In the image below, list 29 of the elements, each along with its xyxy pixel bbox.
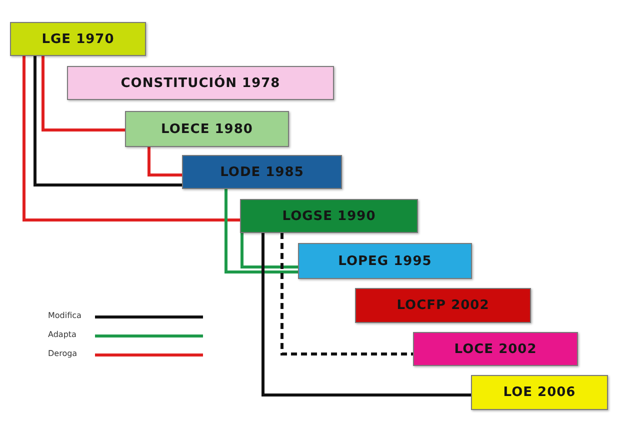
legend-label: Modifica [48,311,82,320]
law-label: LOE 2006 [503,385,576,400]
law-label: CONSTITUCIÓN 1978 [120,76,280,90]
law-label: LODE 1985 [220,164,304,180]
law-box [67,66,334,100]
connector-line [280,233,413,356]
connector-line [34,56,182,186]
law-label: LOCFP 2002 [396,298,490,313]
law-box [10,22,146,56]
law-label: LOECE 1980 [161,122,253,136]
connector-line [224,189,298,274]
connector-line [42,56,125,132]
law-box [471,375,608,410]
law-box [413,332,578,366]
legend-label: Deroga [48,349,78,358]
law-box [240,199,418,233]
law-box [355,288,531,323]
law-label: LGE 1970 [42,32,114,46]
law-box [125,111,289,147]
connector-line [22,56,240,222]
law-label: LOGSE 1990 [282,208,376,224]
legend-label: Adapta [48,330,76,339]
law-box [182,155,342,189]
law-label: LOPEG 1995 [338,254,432,268]
law-label: LOCE 2002 [454,342,537,356]
connector-line [148,147,182,176]
connector-line [240,233,298,268]
connector-line [262,233,471,396]
law-box [298,243,472,279]
